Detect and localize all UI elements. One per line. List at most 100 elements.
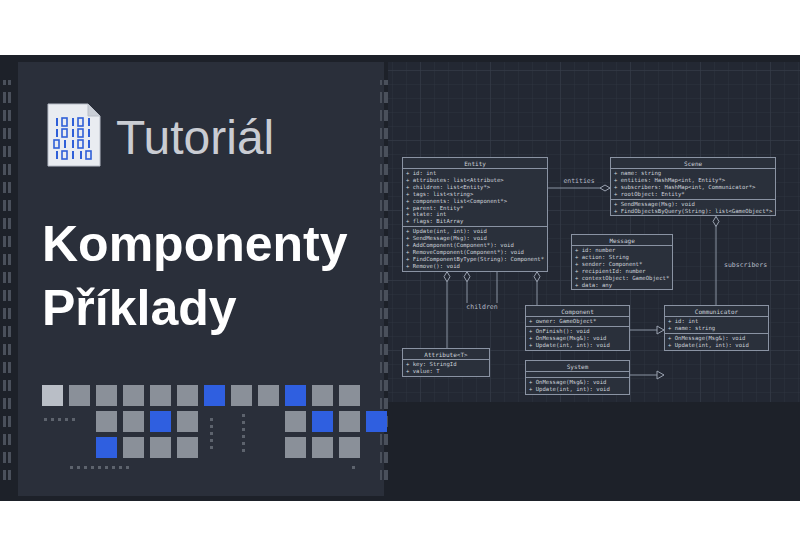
pixel-dot — [242, 435, 245, 438]
pixel-square — [258, 385, 279, 406]
class-box: Scene+ name: string+ entities: HashMap<i… — [610, 157, 776, 216]
class-box: Message+ id: number+ action: String+ sen… — [571, 234, 673, 290]
pixel-square — [366, 411, 387, 432]
pixel-dot — [58, 418, 61, 421]
class-member: + FindObjectsByQuery(String): list<GameO… — [614, 208, 772, 215]
pixel-square — [177, 437, 198, 458]
document-icon — [48, 104, 100, 166]
class-name: Component — [526, 306, 629, 316]
pixel-dot — [65, 418, 68, 421]
pixel-square — [150, 411, 171, 432]
tutorial-heading: Tutoriál — [116, 110, 274, 165]
class-member: + subscribers: HashMap<int, Communicator… — [614, 184, 772, 191]
class-section: + OnMessage(Msg&): void+ Update(int, int… — [526, 377, 629, 394]
class-section: + SendMessage(Msg): void+ FindObjectsByQ… — [611, 199, 775, 216]
aggregation-diamond — [464, 272, 470, 282]
binary-ring — [78, 129, 83, 137]
pixel-square — [123, 411, 144, 432]
panel-stripe — [3, 80, 11, 480]
connector — [630, 371, 664, 379]
pixel-dot — [126, 466, 129, 469]
class-member: + id: int — [668, 318, 765, 325]
binary-stroke — [72, 151, 74, 159]
pixel-dot — [119, 466, 122, 469]
class-member: + entities: HashMap<int, Entity*> — [614, 177, 772, 184]
class-section: + Update(int, int): void+ SendMessage(Ms… — [403, 226, 547, 270]
class-box: Attribute<T>+ key: StringId+ value: T — [402, 348, 490, 377]
connector-line — [447, 272, 448, 348]
pixel-square — [285, 411, 306, 432]
pixel-square — [339, 411, 360, 432]
pixel-dot — [84, 466, 87, 469]
class-member: + OnMessage(Msg&): void — [529, 335, 626, 342]
class-member: + FindComponentByType(String): Component… — [406, 256, 544, 263]
class-member: + name: string — [614, 170, 772, 177]
class-member: + Remove(): void — [406, 263, 544, 270]
connector — [444, 272, 450, 348]
blueprint-panel — [388, 62, 800, 402]
binary-stroke — [88, 140, 90, 148]
pixel-square — [285, 437, 306, 458]
edge-label: entities — [561, 177, 596, 185]
pixel-square — [69, 385, 90, 406]
class-section: + OnMessage(Msg&): void+ Update(int, int… — [665, 333, 768, 350]
class-member: + children: list<Entity*> — [406, 184, 544, 191]
class-name: Message — [572, 235, 672, 245]
binary-stroke — [88, 129, 90, 137]
class-member: + contextObject: GameObject* — [575, 275, 669, 282]
pixel-dot — [51, 418, 54, 421]
binary-stroke — [72, 129, 74, 137]
class-member: + value: T — [406, 368, 486, 375]
class-name: Scene — [611, 158, 775, 168]
class-member: + Update(int, int): void — [529, 342, 626, 349]
stage-band — [0, 55, 800, 501]
class-member: + tags: list<string> — [406, 191, 544, 198]
edge-label: children — [464, 303, 499, 311]
class-member: + attributes: list<Attribute> — [406, 177, 544, 184]
class-member: + OnFinish(): void — [529, 328, 626, 335]
class-member: + OnMessage(Msg&): void — [529, 379, 626, 386]
binary-ring — [62, 118, 67, 126]
pixel-square — [204, 385, 225, 406]
class-member: + key: StringId — [406, 361, 486, 368]
class-section: + name: string+ entities: HashMap<int, E… — [611, 168, 775, 199]
pixel-square — [150, 437, 171, 458]
aggregation-diamond — [444, 272, 450, 282]
pixel-square — [312, 385, 333, 406]
blueprint-grid — [388, 62, 800, 402]
class-section: + id: int+ attributes: list<Attribute>+ … — [403, 168, 547, 226]
binary-ring — [62, 129, 67, 137]
pixel-square — [231, 385, 252, 406]
class-member: + Update(int, int): void — [529, 386, 626, 393]
class-member: + state: int — [406, 211, 544, 218]
class-member: + sender: Component* — [575, 261, 669, 268]
binary-stroke — [64, 140, 66, 148]
class-name: System — [526, 361, 629, 371]
pixel-dot — [91, 466, 94, 469]
class-member: + recipientId: number — [575, 268, 669, 275]
title-text: Komponenty Příklady — [42, 212, 372, 340]
pixel-square — [312, 411, 333, 432]
aggregation-diamond — [600, 185, 610, 191]
pixel-square — [312, 437, 333, 458]
pixel-dot — [70, 466, 73, 469]
class-name: Entity — [403, 158, 547, 168]
class-section: + owner: GameObject* — [526, 316, 629, 326]
binary-ring — [78, 118, 83, 126]
connector — [630, 326, 664, 334]
pixel-dot — [352, 466, 355, 469]
pixel-dot — [112, 466, 115, 469]
aggregation-diamond — [713, 216, 719, 226]
binary-stroke — [56, 151, 58, 159]
binary-ring — [62, 151, 67, 159]
class-member: + Update(int, int): void — [406, 228, 544, 235]
class-member: + rootObject: Entity* — [614, 191, 772, 198]
binary-ring — [78, 140, 83, 148]
class-member: + id: int — [406, 170, 544, 177]
class-section: + OnFinish(): void+ OnMessage(Msg&): voi… — [526, 326, 629, 350]
edge-label: subscribers — [722, 261, 769, 269]
pixel-dot — [98, 466, 101, 469]
class-member: + AddComponent(Component*): void — [406, 242, 544, 249]
connector — [548, 185, 610, 191]
class-member: + SendMessage(Msg): void — [614, 201, 772, 208]
